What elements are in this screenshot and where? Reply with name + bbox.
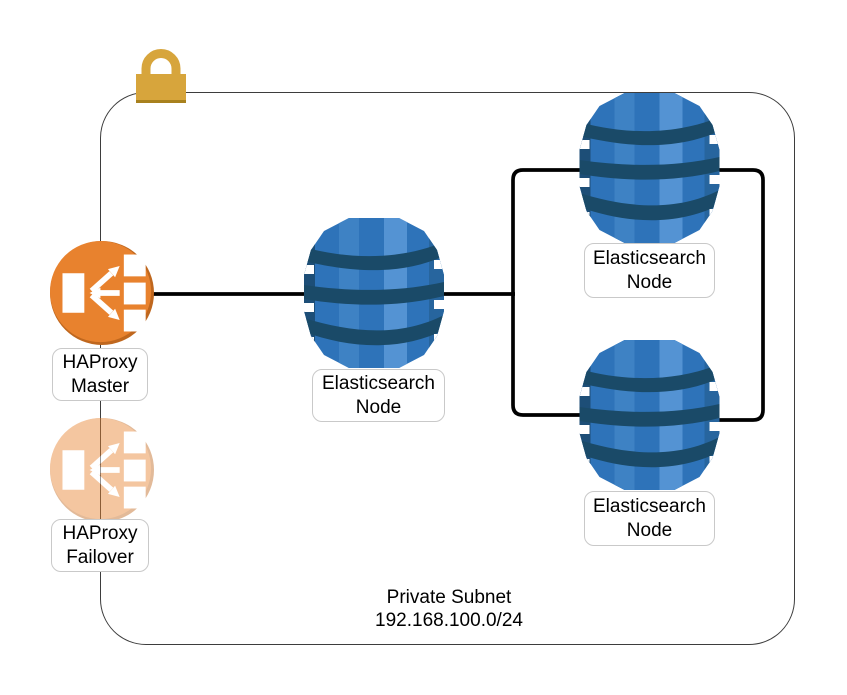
node-label-haproxy-master: HAProxy Master	[52, 348, 148, 401]
connection-top-node-to-bottom-node	[716, 168, 765, 422]
database-icon	[303, 218, 445, 368]
node-label-haproxy-failover: HAProxy Failover	[51, 519, 149, 572]
node-label-elasticsearch-bottom-right: Elasticsearch Node	[584, 491, 715, 546]
label-line: HAProxy	[62, 522, 138, 544]
label-line: Elasticsearch	[593, 247, 706, 269]
label-line: Elasticsearch	[322, 372, 435, 394]
label-line: Failover	[66, 546, 134, 568]
subnet-caption: Private Subnet 192.168.100.0/24	[299, 586, 599, 632]
label-line: Master	[70, 375, 130, 397]
database-icon	[579, 93, 720, 243]
label-line: HAProxy	[62, 351, 138, 373]
subnet-caption-cidr: 192.168.100.0/24	[375, 610, 523, 631]
database-icon	[579, 340, 720, 490]
label-line: Elasticsearch	[593, 495, 706, 517]
load-balancer-icon	[50, 241, 154, 345]
node-label-elasticsearch-top-right: Elasticsearch Node	[584, 243, 715, 298]
lock-icon	[136, 49, 186, 103]
label-line: Node	[626, 519, 673, 541]
connection-branch-to-right-nodes	[511, 168, 582, 417]
load-balancer-icon	[50, 418, 154, 522]
node-label-elasticsearch-center: Elasticsearch Node	[312, 369, 445, 422]
label-line: Node	[626, 271, 673, 293]
label-line: Node	[355, 396, 402, 418]
subnet-caption-name: Private Subnet	[386, 587, 512, 608]
